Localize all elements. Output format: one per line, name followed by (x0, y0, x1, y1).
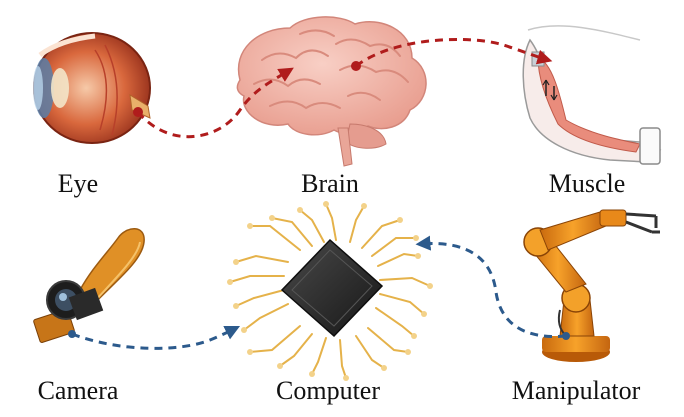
muscle-label: Muscle (548, 169, 626, 198)
artificial-pathway (68, 235, 570, 350)
manipulator-to-computer-arrow (415, 235, 567, 339)
camera-module-icon (33, 228, 145, 343)
brain-icon (236, 16, 427, 167)
computer-label: Computer (276, 376, 380, 405)
biological-pathway (133, 38, 553, 139)
eye-label: Eye (57, 169, 99, 198)
arm-muscle-icon (522, 25, 662, 165)
robot-arm-icon (523, 209, 660, 362)
camera-label: Camera (37, 376, 119, 405)
camera-to-computer-arrow (71, 325, 241, 350)
eye-anatomy-icon (33, 32, 151, 144)
brain-label: Brain (301, 169, 359, 198)
manipulator-label: Manipulator (511, 376, 641, 405)
eye-to-brain-arrow (136, 67, 294, 139)
cpu-chip-icon (227, 201, 433, 381)
